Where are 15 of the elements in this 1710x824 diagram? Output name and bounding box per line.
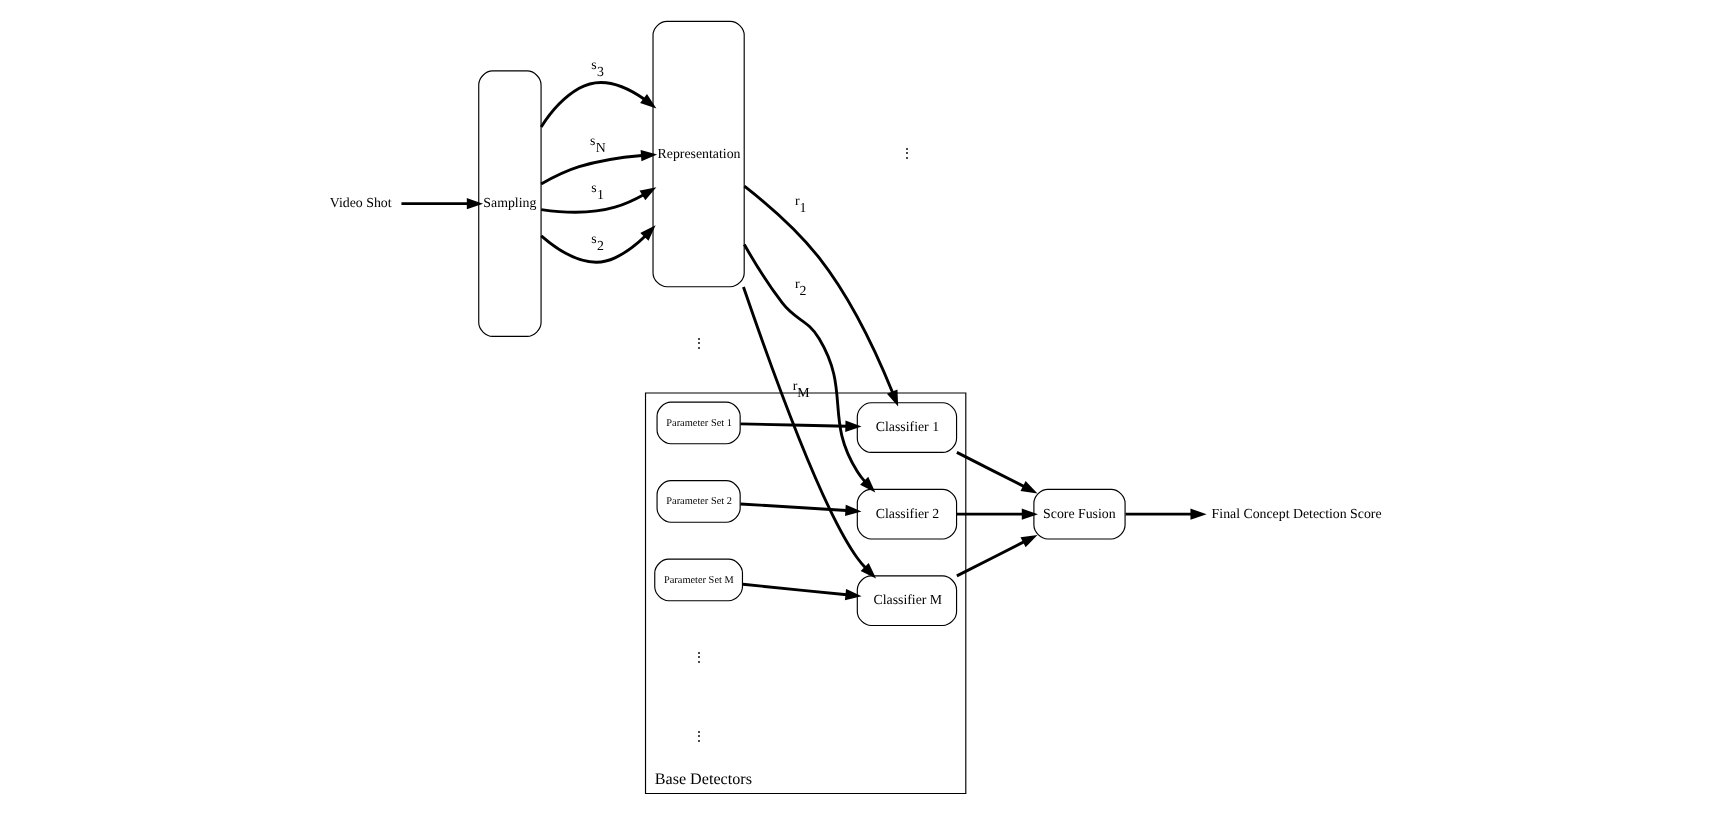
arrow bbox=[743, 184, 899, 407]
arrow bbox=[743, 243, 876, 493]
arrow bbox=[956, 534, 1038, 578]
arrow bbox=[740, 502, 862, 517]
arrow bbox=[541, 187, 657, 214]
arrow bbox=[539, 81, 657, 128]
arrow bbox=[540, 149, 658, 186]
arrow bbox=[540, 225, 656, 264]
arrow bbox=[956, 451, 1038, 494]
arrow bbox=[1125, 508, 1207, 520]
arrow bbox=[956, 508, 1038, 520]
arrow bbox=[742, 286, 877, 579]
arrow bbox=[740, 420, 862, 432]
arrow bbox=[742, 582, 862, 601]
arrow bbox=[401, 198, 484, 210]
